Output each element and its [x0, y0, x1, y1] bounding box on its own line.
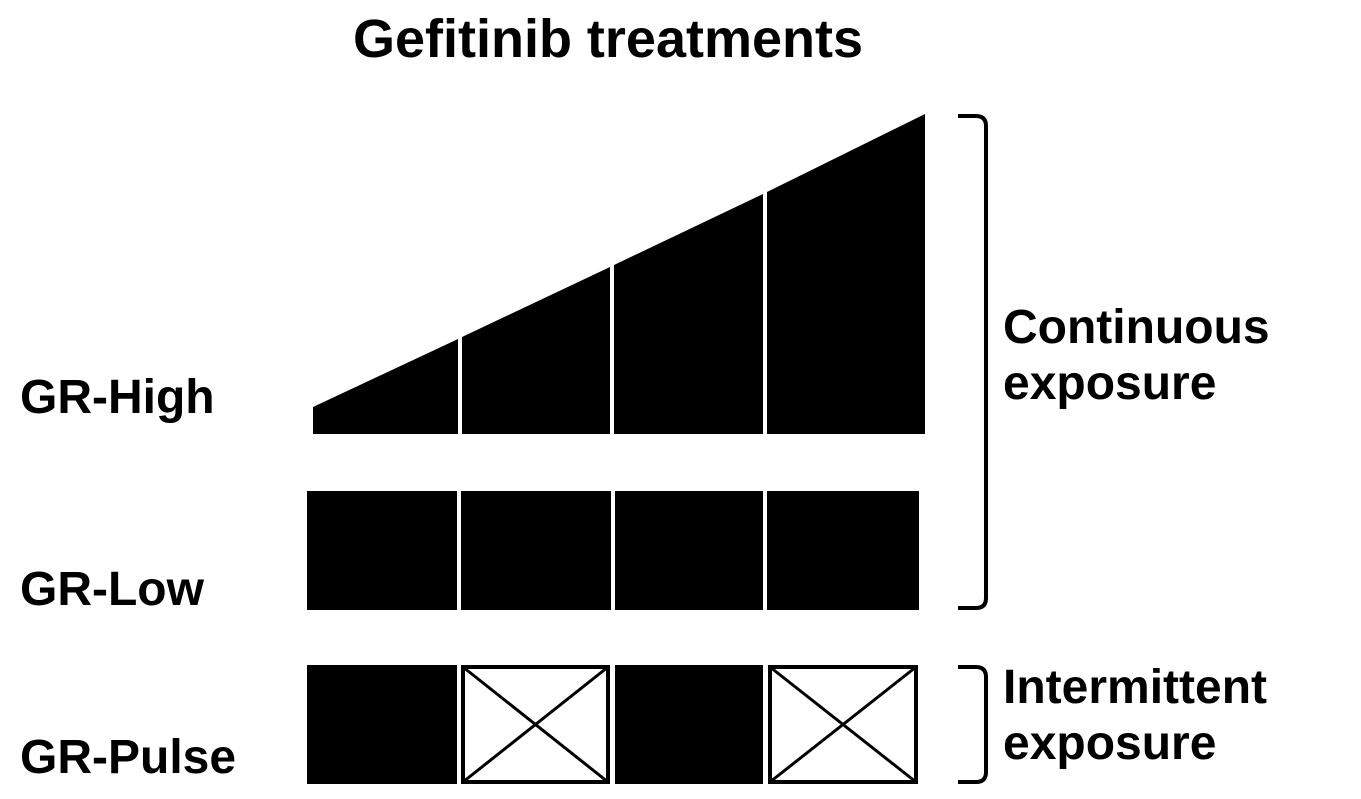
gr-low-block-2 — [461, 491, 611, 610]
continuous-bracket — [958, 114, 988, 610]
diagram-title: Gefitinib treatments — [352, 9, 864, 69]
gr-high-ramp — [313, 114, 925, 434]
gr-low-block-1 — [307, 491, 457, 610]
group-label-intermittent-line2: exposure — [1003, 717, 1217, 770]
gr-pulse-off-block-1 — [461, 665, 610, 784]
intermittent-bracket — [958, 665, 988, 784]
gr-low-block-4 — [767, 491, 919, 610]
gr-high-segment-1 — [313, 339, 458, 434]
gr-pulse-blocks — [307, 665, 918, 784]
group-label-intermittent: Intermittent exposure — [1003, 660, 1267, 772]
gr-pulse-on-block-1 — [307, 665, 457, 784]
gr-low-blocks — [307, 491, 919, 610]
group-label-continuous: Continuous exposure — [1003, 300, 1270, 412]
gr-high-segment-2 — [462, 267, 610, 434]
group-label-continuous-line2: exposure — [1003, 357, 1217, 410]
group-label-intermittent-line1: Intermittent — [1003, 661, 1267, 714]
gr-pulse-off-block-2 — [768, 665, 918, 784]
row-label-gr-pulse: GR-Pulse — [20, 731, 237, 784]
row-label-gr-low: GR-Low — [20, 563, 204, 616]
group-label-continuous-line1: Continuous — [1003, 301, 1270, 354]
row-label-gr-high: GR-High — [20, 371, 215, 424]
gr-high-segment-3 — [614, 194, 763, 434]
gr-pulse-on-block-2 — [615, 665, 763, 784]
gr-high-segment-4 — [767, 114, 925, 434]
gr-low-block-3 — [615, 491, 763, 610]
